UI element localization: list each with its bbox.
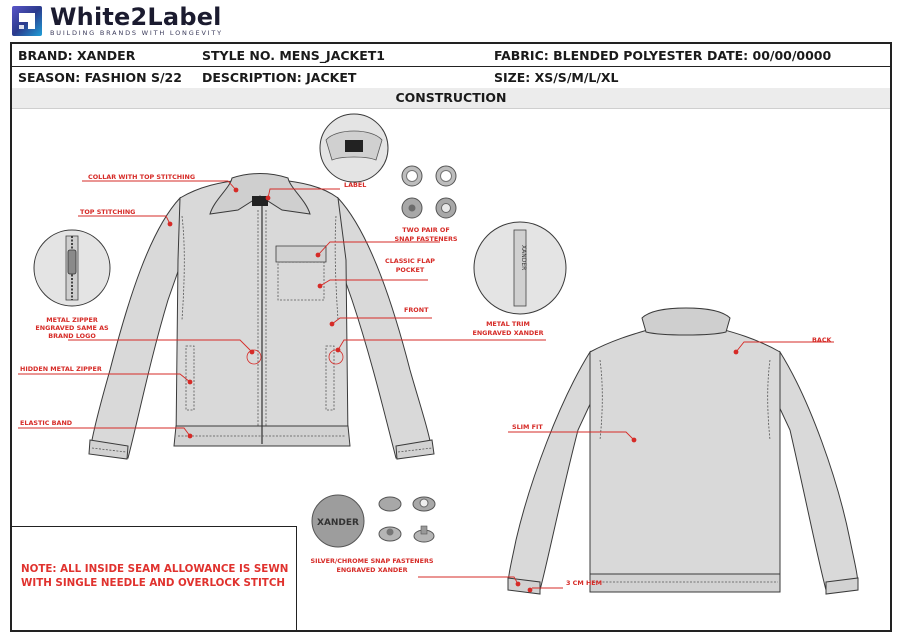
section-title: CONSTRUCTION: [12, 88, 890, 109]
button-brand-text: XANDER: [317, 518, 359, 528]
season-field: SEASON: FASHION S/22: [18, 70, 182, 85]
brand-logo: White2Label BUILDING BRANDS WITH LONGEVI…: [10, 4, 223, 38]
callout-zipper-line-1: METAL ZIPPER: [46, 316, 98, 324]
callout-elastic-band: ELASTIC BAND: [20, 419, 72, 427]
description-field: DESCRIPTION: JACKET: [202, 70, 357, 85]
callout-snap-line-1: TWO PAIR OF: [402, 226, 449, 234]
chrome-snap-fasteners-graphic: XANDER: [311, 494, 436, 548]
logo-name: White2Label: [50, 3, 222, 32]
white2label-logo-icon: [12, 6, 42, 36]
callout-hidden-zipper: HIDDEN METAL ZIPPER: [20, 365, 102, 373]
callout-collar: COLLAR WITH TOP STITCHING: [88, 173, 195, 181]
tech-pack-sheet: BRAND: XANDER STYLE NO. MENS_JACKET1 FAB…: [10, 42, 892, 632]
callout-hem: 3 CM HEM: [566, 579, 602, 587]
snap-fasteners-graphic: [401, 165, 457, 219]
callout-zipper-line-3: BRAND LOGO: [48, 332, 96, 340]
label-detail-circle: [319, 113, 389, 183]
callout-back: BACK: [812, 336, 833, 344]
back-jacket-drawing: [507, 307, 859, 595]
logo-tagline: BUILDING BRANDS WITH LONGEVITY: [50, 29, 223, 38]
callout-trim-line-1: METAL TRIM: [486, 320, 530, 328]
leader-lines: [18, 180, 834, 593]
front-jacket-details: [91, 206, 433, 453]
note-box: NOTE: ALL INSIDE SEAM ALLOWANCE IS SEWN …: [12, 526, 297, 632]
callout-flap-line-2: POCKET: [396, 266, 425, 274]
callout-flap-line-1: CLASSIC FLAP: [385, 257, 435, 265]
callout-slim-fit: SLIM FIT: [512, 423, 543, 431]
note-line-2: WITH SINGLE NEEDLE AND OVERLOCK STITCH: [21, 577, 285, 589]
trim-detail-circle: XANDER: [473, 221, 567, 315]
date-field: DATE: 00/00/0000: [707, 48, 832, 63]
callout-top-stitching: TOP STITCHING: [80, 208, 135, 216]
fabric-field: FABRIC: BLENDED POLYESTER: [494, 48, 703, 63]
callout-chrome-line-2: ENGRAVED XANDER: [336, 566, 407, 574]
zipper-detail-circle: [33, 229, 111, 307]
callout-labels: COLLAR WITH TOP STITCHING LABEL TOP STIT…: [20, 173, 833, 587]
callout-zipper-line-2: ENGRAVED SAME AS: [35, 324, 109, 332]
callout-trim-line-2: ENGRAVED XANDER: [472, 329, 543, 337]
size-field: SIZE: XS/S/M/L/XL: [494, 70, 619, 85]
callout-front: FRONT: [404, 306, 429, 314]
callout-label: LABEL: [344, 181, 366, 189]
callout-snap-line-2: SNAP FASTENERS: [395, 235, 458, 243]
back-jacket-details: [592, 359, 778, 583]
note-line-1: NOTE: ALL INSIDE SEAM ALLOWANCE IS SEWN: [21, 563, 289, 575]
callout-chrome-line-1: SILVER/CHROME SNAP FASTENERS: [310, 557, 433, 565]
brand-field: BRAND: XANDER: [18, 48, 136, 63]
header-row-1: BRAND: XANDER STYLE NO. MENS_JACKET1 FAB…: [12, 44, 890, 67]
trim-brand-text: XANDER: [520, 245, 527, 270]
note-text: NOTE: ALL INSIDE SEAM ALLOWANCE IS SEWN …: [21, 562, 288, 590]
style-number-field: STYLE NO. MENS_JACKET1: [202, 48, 385, 63]
